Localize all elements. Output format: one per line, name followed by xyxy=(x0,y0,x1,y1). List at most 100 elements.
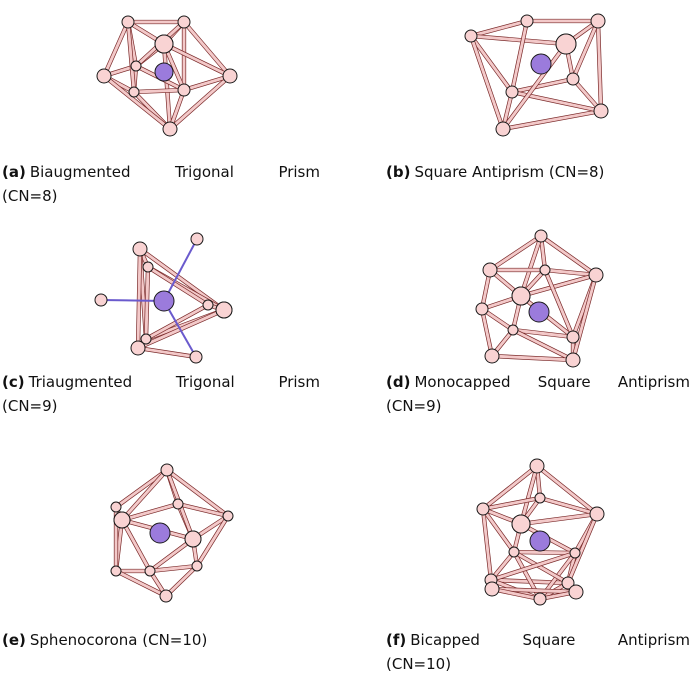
bond xyxy=(565,512,600,585)
caption-word: Trigonal xyxy=(175,163,234,181)
ligand-atom xyxy=(132,241,148,257)
ligand-atom xyxy=(177,15,191,29)
bond xyxy=(570,274,599,361)
bond xyxy=(135,248,143,349)
bond xyxy=(470,33,567,47)
ligand-atom xyxy=(464,29,478,43)
bond xyxy=(509,20,530,93)
structure-a xyxy=(96,15,238,137)
ligand-atom xyxy=(565,352,581,368)
ligand-atom xyxy=(475,302,489,316)
central-atom xyxy=(528,301,550,323)
ligand-atom xyxy=(566,72,580,86)
ligand-atom xyxy=(555,33,577,55)
ligand-atom xyxy=(222,510,234,522)
caption-label: (d) xyxy=(386,373,411,391)
ligand-atom xyxy=(569,547,581,559)
bond xyxy=(137,345,197,360)
ligand-atom xyxy=(140,333,152,345)
ligand-atom xyxy=(177,83,191,97)
caption-c: (c)Triaugmented Trigonal Prism (CN=9) xyxy=(2,370,320,418)
caption-word: Biaugmented xyxy=(29,163,131,181)
caption-word: Monocapped xyxy=(414,373,511,391)
caption-b: (b)Square Antiprism (CN=8) xyxy=(386,160,690,184)
central-atom xyxy=(529,530,551,552)
ligand-atom xyxy=(159,589,173,603)
ligand-atom xyxy=(96,68,112,84)
ligand-atom xyxy=(520,14,534,28)
bond xyxy=(469,34,514,94)
caption-word: Square xyxy=(537,373,591,391)
bond xyxy=(511,76,574,95)
ligand-atom xyxy=(511,514,531,534)
ligand-atom xyxy=(495,121,511,137)
bond xyxy=(520,511,598,527)
central-atom xyxy=(149,522,171,544)
ligand-atom xyxy=(189,350,203,364)
ligand-atom xyxy=(529,458,545,474)
ligand-atom xyxy=(110,565,122,577)
central-atom xyxy=(530,53,552,75)
caption-line2: (CN=9) xyxy=(386,397,442,415)
bond xyxy=(526,18,599,24)
ligand-atom xyxy=(222,68,238,84)
ligand-atom xyxy=(172,498,184,510)
caption-line2: (CN=10) xyxy=(386,655,452,673)
ligand-atom xyxy=(533,592,547,606)
caption-e: (e)Sphenocorona (CN=10) xyxy=(2,628,320,652)
bond xyxy=(595,20,604,112)
caption-label: (e) xyxy=(2,631,26,649)
ligand-atom xyxy=(593,103,609,119)
caption-word: Triaugmented xyxy=(28,373,133,391)
structure-c xyxy=(94,232,233,364)
bond xyxy=(143,266,151,340)
caption-label: (b) xyxy=(386,163,411,181)
ligand-atom xyxy=(484,581,500,597)
ligand-atom xyxy=(110,501,122,513)
ligand-atom xyxy=(121,15,135,29)
caption-text: Sphenocorona (CN=10) xyxy=(29,631,208,649)
ligand-atom xyxy=(561,576,575,590)
ligand-atom xyxy=(508,546,520,558)
ligand-atom xyxy=(505,85,519,99)
bond xyxy=(127,19,185,25)
coordination-bond xyxy=(163,238,198,302)
ligand-atom xyxy=(191,560,203,572)
ligand-atom xyxy=(534,229,548,243)
central-atom xyxy=(154,62,174,82)
ligand-atom xyxy=(482,262,498,278)
caption-f: (f)Bicapped Square Antiprism (CN=10) xyxy=(386,628,690,676)
bond xyxy=(489,267,546,273)
ligand-atom xyxy=(566,330,580,344)
coordination-bond xyxy=(100,299,165,302)
ligand-atom xyxy=(202,299,214,311)
ligand-atom xyxy=(144,565,156,577)
bond xyxy=(468,34,506,131)
ligand-atom xyxy=(484,348,500,364)
ligand-atom xyxy=(94,293,108,307)
structure-e xyxy=(110,463,234,603)
caption-label: (a) xyxy=(2,163,26,181)
structure-d xyxy=(475,229,604,368)
ligand-atom xyxy=(142,261,154,273)
ligand-atom xyxy=(476,502,490,516)
ligand-atom xyxy=(588,267,604,283)
structure-f xyxy=(476,458,605,606)
ligand-atom xyxy=(160,463,174,477)
caption-word: Antiprism xyxy=(617,631,690,649)
ligand-atom xyxy=(534,492,546,504)
caption-line2: (CN=8) xyxy=(2,187,58,205)
caption-word: Antiprism xyxy=(617,373,690,391)
ligand-atom xyxy=(130,340,146,356)
caption-d: (d)Monocapped Square Antiprism (CN=9) xyxy=(386,370,690,418)
caption-word: Trigonal xyxy=(175,373,235,391)
caption-text: Square Antiprism (CN=8) xyxy=(414,163,605,181)
bond xyxy=(102,74,172,131)
ligand-atom xyxy=(154,34,174,54)
caption-word: Prism xyxy=(278,373,320,391)
ligand-atom xyxy=(215,301,233,319)
ligand-atom xyxy=(590,13,606,29)
bond xyxy=(133,87,185,95)
caption-label: (c) xyxy=(2,373,25,391)
